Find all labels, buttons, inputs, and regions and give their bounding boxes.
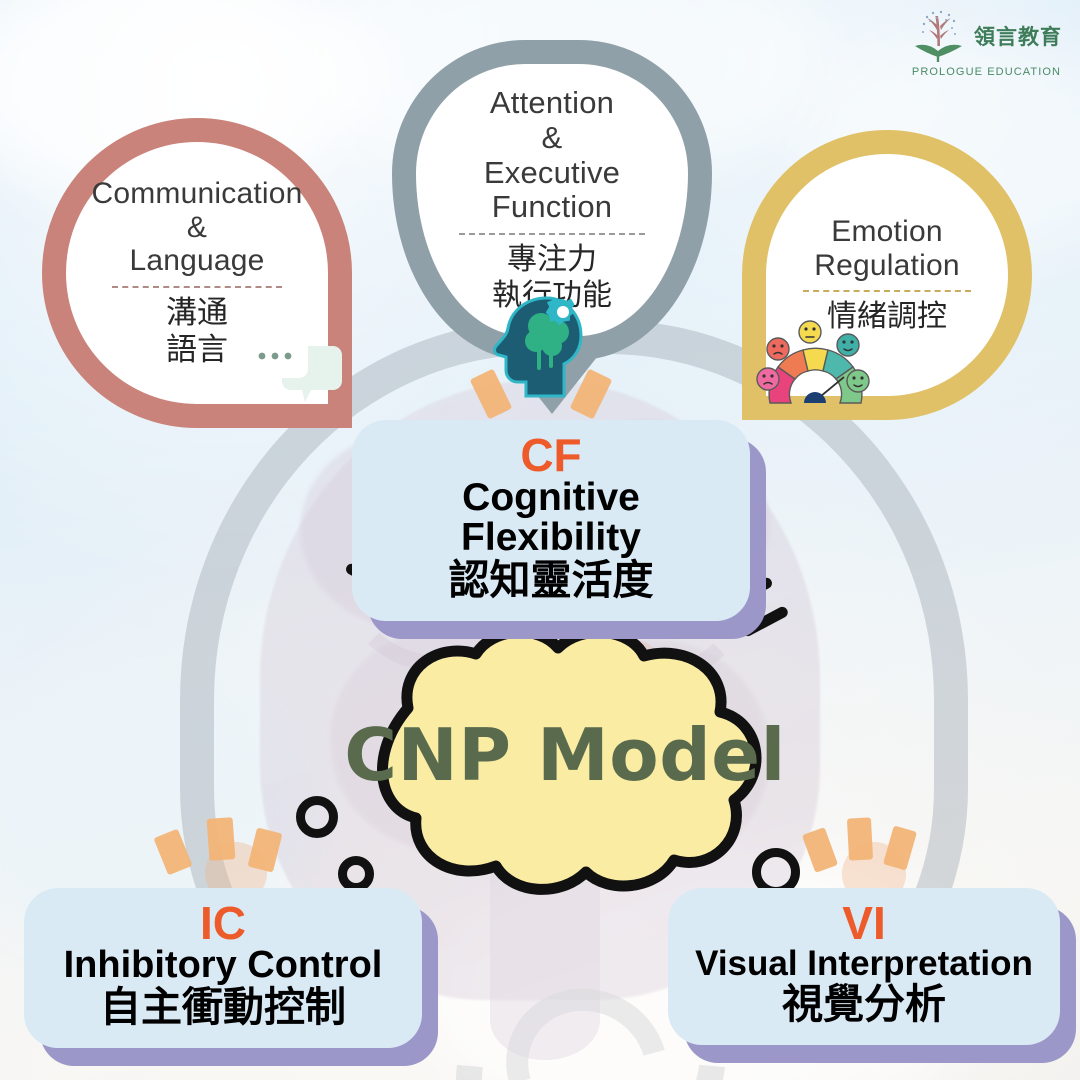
card-cognitive-flexibility[interactable]: CF Cognitive Flexibility 認知靈活度: [352, 420, 766, 639]
head-brain-gear-icon: [493, 296, 583, 398]
card-title-zh: 自主衝動控制: [100, 982, 346, 1031]
radiating-tick: [846, 817, 874, 861]
card-face: CF Cognitive Flexibility 認知靈活度: [352, 420, 750, 621]
logo-row: 領言教育: [911, 8, 1062, 64]
cnp-model-cloud[interactable]: CNP Model: [330, 610, 800, 900]
logo-text-en: PROLOGUE EDUCATION: [911, 66, 1062, 78]
card-abbreviation: VI: [842, 897, 886, 949]
bubble-title-zh: 專注力 執行功能: [492, 241, 612, 313]
bubble-communication-language[interactable]: Communication & Language 溝通 語言: [42, 118, 352, 428]
bubble-title-en: Attention & Executive Function: [483, 85, 621, 225]
cnp-model-title: CNP Model: [344, 713, 786, 797]
bubble-content: Communication & Language 溝通 語言: [69, 177, 324, 369]
bubble-divider: [459, 232, 645, 235]
tree-over-book-icon: [915, 10, 962, 62]
logo-text-zh: 領言教育: [974, 25, 1062, 49]
card-visual-interpretation[interactable]: VI Visual Interpretation 視覺分析: [668, 888, 1076, 1063]
bubble-title-en: Communication & Language: [91, 176, 303, 278]
card-title-en: Cognitive Flexibility: [461, 476, 641, 559]
card-title-en: Inhibitory Control: [63, 944, 383, 986]
card-title-zh: 視覺分析: [782, 979, 946, 1028]
bubble-emotion-regulation[interactable]: Emotion Regulation 情緒調控: [742, 130, 1032, 420]
card-title-zh: 認知靈活度: [448, 555, 654, 604]
thought-dot: [296, 796, 338, 838]
card-abbreviation: CF: [520, 429, 582, 481]
card-face: VI Visual Interpretation 視覺分析: [668, 888, 1060, 1045]
bubble-divider: [112, 285, 282, 288]
bubble-title-en: Emotion Regulation: [814, 214, 960, 282]
radiating-tick: [206, 817, 236, 861]
mood-meter-icon: [756, 320, 870, 404]
bubble-title-zh: 情緒調控: [827, 299, 947, 335]
bubble-title-zh: 溝通 語言: [166, 294, 228, 368]
card-title-en: Visual Interpretation: [695, 944, 1033, 983]
thought-dot: [338, 856, 374, 892]
bubble-content: Emotion Regulation 情緒調控: [781, 215, 993, 335]
speech-bubbles-icon: [242, 334, 342, 402]
card-inhibitory-control[interactable]: IC Inhibitory Control 自主衝動控制: [24, 888, 438, 1066]
bubble-content: Attention & Executive Function 專注力 執行功能: [437, 85, 667, 314]
card-abbreviation: IC: [200, 897, 246, 949]
card-face: IC Inhibitory Control 自主衝動控制: [24, 888, 422, 1048]
bubble-divider: [803, 290, 971, 293]
brand-logo[interactable]: 領言教育 PROLOGUE EDUCATION: [911, 8, 1062, 78]
